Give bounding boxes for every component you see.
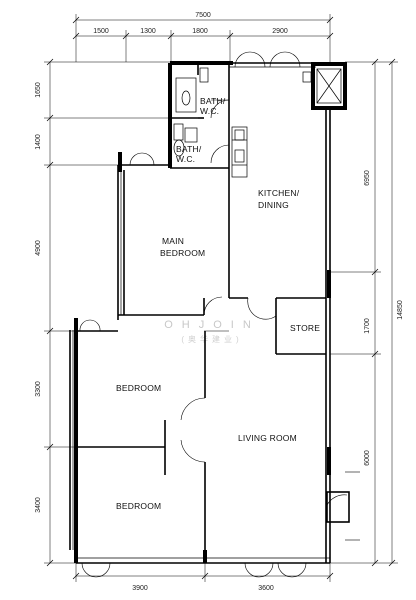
dim-top-4: 2900 <box>272 28 288 35</box>
label-kitchen-line1: KITCHEN/ <box>258 188 300 198</box>
dim-bottom-2: 3600 <box>258 585 274 592</box>
left-dimensions: 1650 1400 4900 3300 3400 <box>35 58 170 567</box>
dim-bottom-1: 3900 <box>132 585 148 592</box>
right-dimensions: 6950 1700 6000 14850 <box>330 58 404 567</box>
dim-right-overall: 14850 <box>397 300 404 320</box>
dim-right-2: 1700 <box>364 318 371 334</box>
label-main-bedroom-line2: BEDROOM <box>160 248 205 258</box>
dim-top-1: 1500 <box>93 28 109 35</box>
dim-left-4: 3300 <box>35 381 42 397</box>
label-store: STORE <box>290 323 320 333</box>
label-kitchen-line2: DINING <box>258 200 289 210</box>
watermark: OHJOIN (奥华建业) <box>164 319 260 344</box>
dim-right-3: 6000 <box>364 450 371 466</box>
dim-left-5: 3400 <box>35 497 42 513</box>
dim-left-3: 4900 <box>35 240 42 256</box>
label-living-room: LIVING ROOM <box>238 433 297 443</box>
top-dimensions: 7500 1500 1300 1800 2900 <box>72 12 334 62</box>
dim-overall-width: 7500 <box>195 12 211 19</box>
doors <box>79 51 360 578</box>
label-bath1-line2: W.C. <box>200 106 219 116</box>
dim-top-3: 1800 <box>192 28 208 35</box>
label-bedroom2: BEDROOM <box>116 501 161 511</box>
dim-right-1: 6950 <box>364 170 371 186</box>
walls <box>69 61 347 564</box>
watermark-text: OHJOIN <box>164 319 260 331</box>
watermark-subtext: (奥华建业) <box>181 334 242 344</box>
dim-top-2: 1300 <box>140 28 156 35</box>
dim-left-1: 1650 <box>35 82 42 98</box>
label-bedroom1: BEDROOM <box>116 383 161 393</box>
label-bath1-line1: BATH/ <box>200 96 226 106</box>
room-labels: BATH/ W.C. BATH/ W.C. KITCHEN/ DINING MA… <box>116 96 320 511</box>
label-main-bedroom-line1: MAIN <box>162 236 184 246</box>
dim-left-2: 1400 <box>35 134 42 150</box>
label-bath2-line2: W.C. <box>176 154 195 164</box>
label-bath2-line1: BATH/ <box>176 144 202 154</box>
bottom-dimensions: 3900 3600 <box>72 562 334 592</box>
fixtures <box>173 67 312 178</box>
